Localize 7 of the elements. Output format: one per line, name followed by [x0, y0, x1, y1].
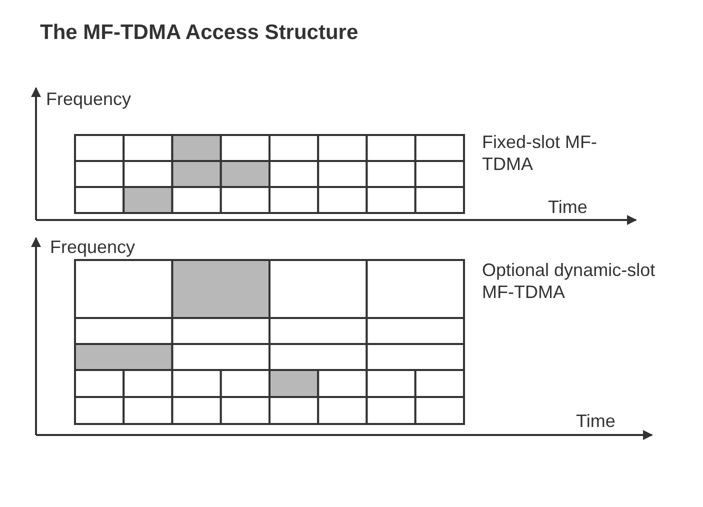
- chart-label: Optional dynamic-slot MF-TDMA: [482, 259, 656, 303]
- chart-label: Fixed-slot MF-TDMA: [482, 131, 598, 175]
- axis-label: Frequency: [50, 236, 136, 258]
- axis-label: Time: [576, 410, 616, 432]
- axis-label: Frequency: [46, 88, 132, 110]
- diagram-title: The MF-TDMA Access Structure: [40, 22, 358, 44]
- axis-label: Time: [548, 196, 588, 218]
